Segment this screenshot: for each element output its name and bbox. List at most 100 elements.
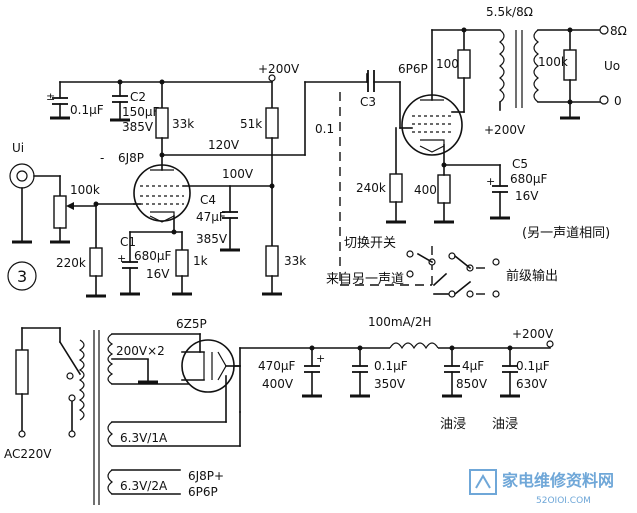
output-label: Uo — [604, 59, 620, 73]
psu-capacitor-0-1uf-630v — [500, 345, 520, 398]
output-transformer — [499, 25, 609, 120]
resistor-400 — [434, 164, 454, 224]
c5-value: 680μF — [510, 172, 548, 186]
c3-value: 0.1 — [315, 122, 334, 136]
psu-c1-value: 470μF — [258, 359, 296, 373]
r-100-label: 100 — [436, 57, 459, 71]
svg-text:+: + — [316, 352, 325, 365]
v-120-label: 120V — [208, 138, 240, 152]
tube-6p6p-label: 6P6P — [398, 62, 428, 76]
tube-6z5p-label: 6Z5P — [176, 317, 207, 331]
term-0-label: 0 — [614, 94, 622, 108]
psu-c2-value: 0.1μF — [374, 359, 408, 373]
psu-capacitor-4uf — [442, 345, 462, 398]
capacitor-c5 — [490, 164, 510, 220]
svg-text:±: ± — [46, 90, 55, 103]
svg-text:+: + — [117, 252, 126, 265]
r-51k-label: 51k — [240, 117, 262, 131]
mains-label: AC220V — [4, 447, 52, 461]
hv-winding — [107, 333, 201, 385]
psu-c2-voltage: 350V — [374, 377, 406, 391]
resistor-1k — [172, 231, 192, 296]
v-100-label: 100V — [222, 167, 254, 181]
resistor-33k-top — [155, 107, 169, 158]
pre-out-label: 前级输出 — [506, 268, 558, 284]
input-label: Ui — [12, 141, 24, 155]
watermark-text: 家电维修资料网 — [502, 471, 614, 490]
psu-capacitor-0-1uf-350v — [350, 345, 370, 398]
filament-2-note-1: 6J8P+ — [188, 469, 224, 483]
r-220k-label: 220k — [56, 256, 86, 270]
tube-6j8p — [133, 154, 273, 233]
c1-name: C1 — [120, 235, 136, 249]
other-channel-same-label: (另一声道相同) — [522, 226, 610, 241]
oil-label-2: 油浸 — [492, 417, 518, 432]
filament-2-label: 6.3V/2A — [120, 479, 168, 493]
capacitor-c2 — [110, 95, 130, 122]
switch-label: 切换开关 — [344, 236, 396, 251]
c1-voltage: 16V — [146, 267, 170, 281]
watermark-url: 52OIOI.COM — [536, 496, 591, 506]
supply-psu-label: +200V — [512, 327, 554, 341]
hv-winding-label: 200V×2 — [116, 344, 165, 358]
transformer-ratio-label: 5.5k/8Ω — [486, 5, 533, 19]
capacitor-c4 — [220, 211, 240, 252]
resistor-100 — [451, 49, 471, 113]
from-other-channel-label: 来自另一声道 — [326, 272, 404, 287]
resistor-220k — [86, 203, 106, 298]
tube-6p6p — [399, 29, 463, 166]
r-33k-top-label: 33k — [172, 117, 194, 131]
resistor-51k — [265, 107, 279, 189]
c4-voltage: 385V — [196, 232, 228, 246]
watermark-logo — [469, 469, 497, 495]
c-top-left-value: 0.1μF — [70, 103, 104, 117]
top-supply-rail — [59, 74, 276, 109]
c2-voltage: 385V — [122, 120, 154, 134]
circuit-number-badge — [7, 261, 37, 291]
capacitor-c1 — [120, 231, 140, 296]
c1-value: 680μF — [134, 249, 172, 263]
psu-c3-value: 4μF — [462, 359, 484, 373]
psu-c3-voltage: 850V — [456, 377, 488, 391]
c5-voltage: 16V — [515, 189, 539, 203]
resistor-240k — [386, 127, 406, 224]
r-1k-label: 1k — [193, 254, 208, 268]
resistor-33k-bottom — [262, 187, 282, 296]
r-100k-out-label: 100k — [538, 55, 568, 69]
supply-top-label: +200V — [258, 62, 300, 76]
input-jack — [9, 163, 61, 244]
psu-c4-value: 0.1μF — [516, 359, 550, 373]
c2-value: 150μF — [122, 105, 160, 119]
oil-label-1: 油浸 — [440, 417, 466, 432]
psu-c1-voltage: 400V — [262, 377, 294, 391]
c5-name: C5 — [512, 157, 528, 171]
c4-value: 47μF — [196, 210, 226, 224]
r-240k-label: 240k — [356, 181, 386, 195]
tube-6j8p-label: 6J8P — [118, 151, 144, 165]
svg-text:-: - — [100, 151, 104, 165]
svg-text:+: + — [486, 175, 495, 188]
r-33k-bottom-label: 33k — [284, 254, 306, 268]
c2-name: C2 — [130, 90, 146, 104]
psu-capacitor-470uf — [302, 345, 322, 398]
tube-6z5p — [181, 333, 551, 423]
pot-100k-label: 100k — [70, 183, 100, 197]
capacitor-c3 — [366, 70, 401, 129]
term-8-label: 8Ω — [610, 24, 627, 38]
switch-contacts — [406, 250, 500, 298]
capacitor-c-top-left — [50, 97, 70, 120]
c3-name: C3 — [360, 95, 376, 109]
filament-winding-1 — [107, 411, 241, 447]
potentiometer-100k — [50, 175, 135, 244]
mains-input — [15, 327, 100, 505]
filament-1-label: 6.3V/1A — [120, 431, 168, 445]
supply-output-label: +200V — [484, 123, 526, 137]
r-400-label: 400 — [414, 183, 437, 197]
psu-c4-voltage: 630V — [516, 377, 548, 391]
choke-label: 100mA/2H — [368, 315, 432, 329]
c4-name: C4 — [200, 193, 216, 207]
filament-winding-2 — [107, 469, 181, 495]
circuit-number: 3 — [17, 267, 27, 286]
filament-2-note-2: 6P6P — [188, 485, 218, 499]
